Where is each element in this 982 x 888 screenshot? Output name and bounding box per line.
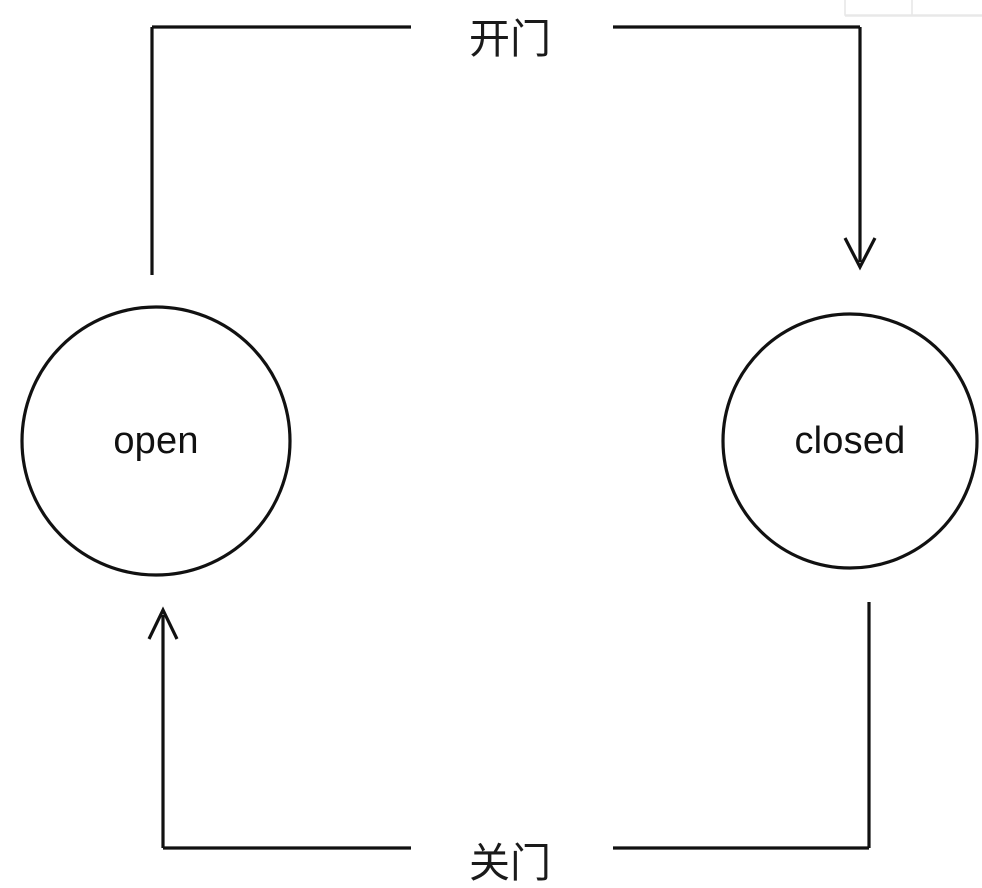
table-grid-fragment — [844, 0, 982, 17]
state-label-closed: closed — [794, 420, 905, 462]
arrowhead-down-icon — [843, 237, 877, 271]
arrowhead-up-icon — [147, 606, 179, 640]
transition-closed-to-open[interactable]: 关门 — [147, 602, 871, 886]
state-circle-closed — [721, 312, 979, 570]
state-label-open: open — [113, 420, 198, 462]
state-circle-open — [20, 305, 292, 577]
state-node-open[interactable]: open — [20, 305, 292, 577]
transition-label-open-door: 开门 — [469, 16, 551, 62]
state-node-closed[interactable]: closed — [721, 312, 979, 570]
transition-open-to-closed[interactable]: 开门 — [150, 16, 877, 275]
transition-label-close-door: 关门 — [469, 840, 551, 886]
